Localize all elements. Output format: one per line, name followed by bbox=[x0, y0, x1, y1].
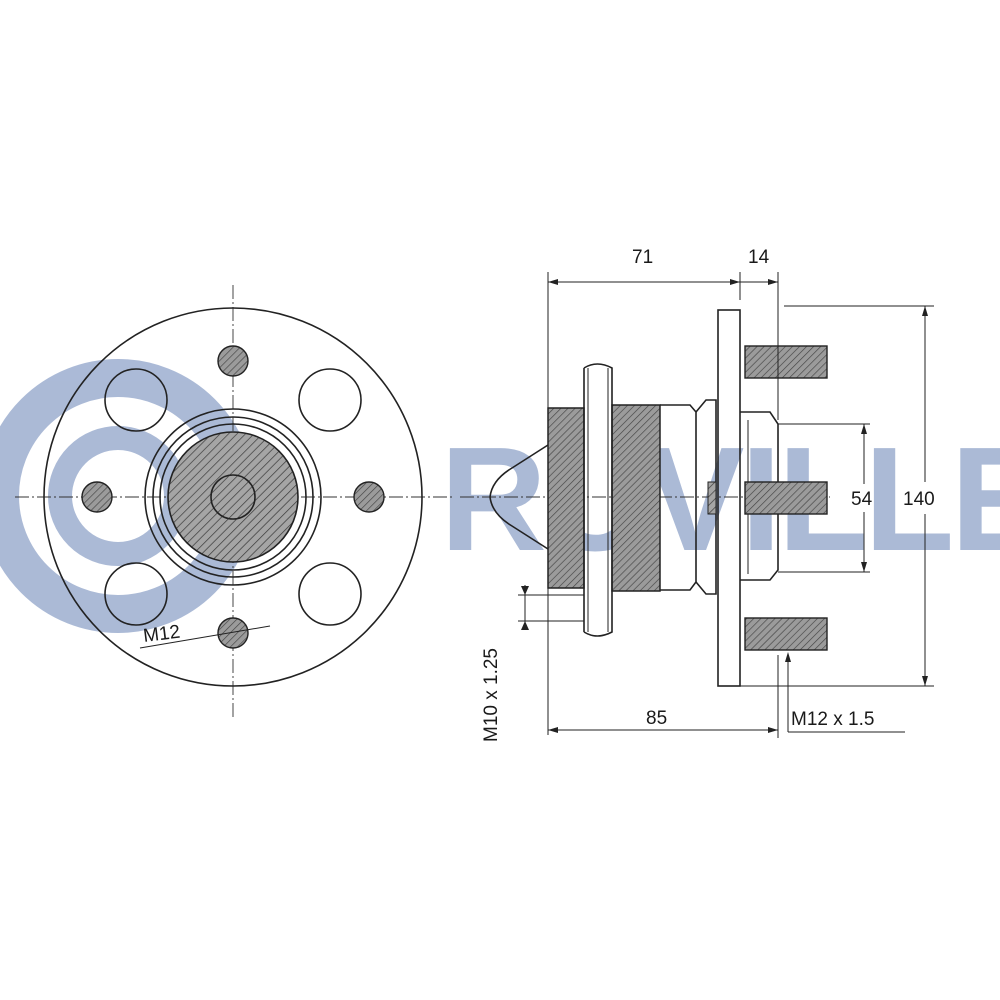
lightening-hole-br bbox=[298, 562, 362, 626]
dim-85-arrow-r bbox=[768, 727, 778, 733]
sensor-thread-label: M10 x 1.25 bbox=[481, 648, 502, 742]
hub-ring-outer bbox=[144, 408, 322, 586]
watermark-ring-inner bbox=[48, 426, 188, 566]
dimensions: 71 14 85 54 140 M12 x 1.5 bbox=[547, 247, 935, 738]
bolt-thread-side-label: M12 x 1.5 bbox=[791, 709, 874, 730]
bearing-section-right bbox=[611, 404, 661, 592]
bolt-thread-front-label: M12 bbox=[142, 622, 181, 647]
dim-71-arrow-r bbox=[730, 279, 740, 285]
dim-54-text: 54 bbox=[851, 489, 873, 510]
dim-54-arrow-t bbox=[861, 424, 867, 434]
side-stud-bottom bbox=[744, 617, 828, 651]
dim-14-arrow-r bbox=[768, 279, 778, 285]
dim-85-arrow-l bbox=[548, 727, 558, 733]
stud-right bbox=[353, 481, 385, 513]
lightening-hole-tr bbox=[298, 368, 362, 432]
m12-leader-line bbox=[139, 625, 271, 649]
hub-spigot bbox=[707, 481, 717, 515]
watermark: RUVILLE bbox=[0, 359, 1000, 633]
housing-body bbox=[660, 404, 697, 591]
lightening-hole-tl bbox=[104, 368, 168, 432]
dim-140-text: 140 bbox=[903, 489, 935, 510]
hub-center-bore bbox=[210, 474, 256, 520]
dim-54-arrow-b bbox=[861, 562, 867, 572]
dust-cap bbox=[489, 444, 549, 550]
flange-outline bbox=[43, 307, 423, 687]
stud-left bbox=[81, 481, 113, 513]
hub-ring-3 bbox=[159, 423, 307, 571]
hub-ring-2 bbox=[152, 416, 314, 578]
dim-71-text: 71 bbox=[632, 247, 653, 268]
dim-140-arrow-b bbox=[922, 676, 928, 686]
watermark-logo-text: RUVILLE bbox=[440, 417, 1000, 582]
bearing-section-left bbox=[547, 407, 585, 589]
dim-85-text: 85 bbox=[646, 708, 667, 729]
wheel-flange bbox=[717, 309, 741, 687]
sensor-arrow-1 bbox=[521, 586, 529, 595]
dim-140-arrow-t bbox=[922, 306, 928, 316]
lightening-hole-bl bbox=[104, 562, 168, 626]
dim-14-text: 14 bbox=[748, 247, 770, 268]
front-view: M12 bbox=[15, 285, 455, 718]
sensor-arrow-2 bbox=[521, 621, 529, 630]
stud-bottom bbox=[217, 617, 249, 649]
housing-flange bbox=[583, 363, 613, 637]
m12x15-arrow bbox=[785, 652, 791, 662]
dim-71-arrow-l bbox=[548, 279, 558, 285]
side-stud-top bbox=[744, 345, 828, 379]
side-stud-mid bbox=[744, 481, 828, 515]
stud-top bbox=[217, 345, 249, 377]
